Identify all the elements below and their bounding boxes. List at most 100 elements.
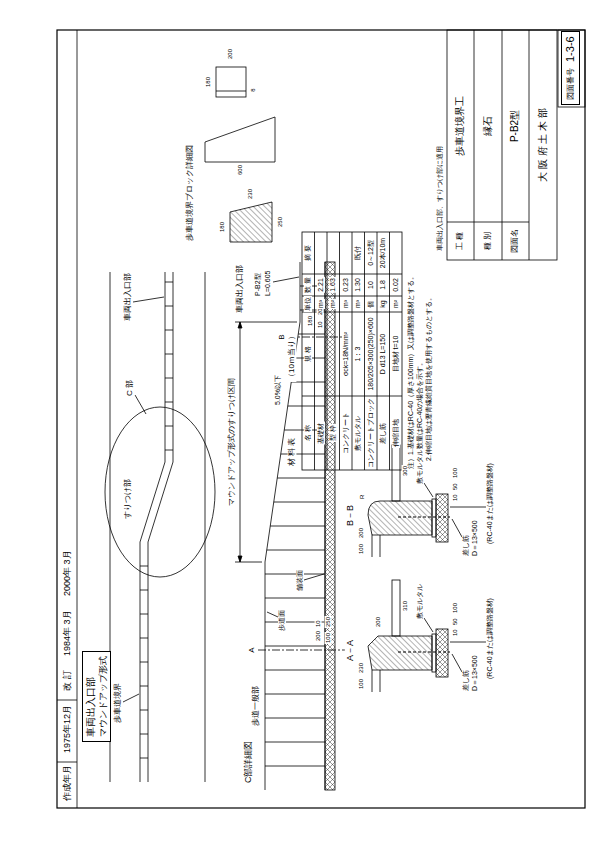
section-b-stroke	[436, 494, 448, 542]
drawing-label: m³	[317, 299, 325, 309]
section-b-stroke	[372, 535, 380, 557]
drawing-label: 基礎材	[317, 422, 325, 445]
drawing-label: 600	[237, 164, 244, 176]
section-b-stroke	[432, 499, 436, 537]
plan-view-stroke-stroke	[165, 450, 173, 451]
drawing-label: σck=18N/mm²	[342, 331, 350, 377]
drawing-label: 歩車道境界工	[454, 95, 466, 157]
drawing-label: 2.21	[317, 277, 325, 293]
drawing-label: 歩車道境界	[113, 682, 122, 724]
section-a	[368, 580, 486, 692]
block-detail-stroke	[216, 67, 246, 97]
drawing-label: m²	[329, 299, 337, 309]
drawing-label: 100	[358, 543, 365, 555]
drawing-label: C部詳細図	[243, 740, 253, 785]
material-table-stroke	[302, 232, 402, 470]
material-table-stroke-stroke	[352, 232, 353, 470]
title-block-stroke	[447, 30, 529, 260]
material-table-stroke-stroke	[377, 232, 378, 470]
sheet-frame-stroke	[57, 762, 77, 763]
drawing-label: D＝13×500	[471, 519, 479, 557]
plan-view-stroke	[123, 694, 139, 702]
drawing-label: 敷モルタル	[416, 583, 424, 620]
drawing-label: 180/205×300(250)×600	[367, 316, 375, 391]
drawing-label: 伸縮目地	[392, 418, 400, 448]
drawing-label: 1975年12月	[62, 704, 72, 754]
drawing-label: kg	[379, 299, 387, 308]
drawing-label: 250	[277, 216, 284, 228]
profile-view-stroke-stroke	[270, 526, 325, 527]
title-block-stroke	[447, 30, 557, 260]
sheet-frame-stroke	[77, 30, 78, 808]
drawing-label: 5.0%以下	[274, 374, 282, 406]
drawing-label: 200	[227, 48, 234, 60]
title-block	[447, 30, 585, 260]
drawing-label: 10	[452, 493, 459, 502]
section-b-stroke	[452, 519, 462, 537]
drawing-label: 車両出入口部	[235, 264, 244, 314]
sheet-frame-stroke	[57, 30, 585, 808]
drawing-label: 230	[247, 188, 254, 200]
drawing-label: R	[359, 494, 366, 500]
drawing-label: L=0.605	[264, 270, 272, 298]
profile-view-stroke-stroke	[277, 478, 325, 479]
section-b-stroke	[450, 507, 486, 508]
profile-view-stroke	[238, 322, 242, 562]
drawing-label: 230	[358, 662, 365, 674]
drawing-label: D d13 L=150	[379, 333, 387, 375]
plan-view-stroke-stroke	[140, 566, 148, 567]
profile-view-stroke-stroke	[265, 718, 325, 719]
profile-view-stroke	[265, 286, 325, 766]
plan-view-stroke	[148, 272, 173, 782]
profile-view-stroke-stroke	[265, 742, 325, 743]
drawing-label: 大 阪 府 土 木 部	[537, 107, 549, 183]
drawing-label: 100	[325, 632, 332, 644]
profile-view-stroke-stroke	[274, 502, 325, 503]
profile-view-stroke	[304, 574, 324, 580]
material-table-stroke	[302, 274, 402, 396]
section-a-stroke	[372, 670, 380, 692]
drawing-label: 歩道一般部	[251, 685, 260, 727]
drawing-label: 0～12型	[367, 239, 375, 267]
drawing-label: 100	[452, 602, 459, 614]
drawing-label: C 部	[125, 379, 134, 397]
drawing-label: (RC-40または調整路盤材)	[486, 597, 494, 680]
section-a-stroke	[392, 580, 400, 636]
section-a-stroke	[368, 636, 432, 670]
plan-view-stroke-stroke	[165, 330, 173, 331]
drawing-label: A－A	[345, 639, 355, 662]
drawing-label: P-B2型	[509, 109, 521, 143]
plan-view-stroke-stroke	[140, 710, 148, 711]
profile-view-stroke-stroke	[265, 766, 325, 767]
drawing-label: 目地材 t=10	[392, 335, 400, 374]
drawing-label: 50	[452, 482, 459, 491]
plan-view-stroke-stroke	[165, 426, 173, 427]
material-table-stroke-stroke	[314, 232, 315, 470]
drawing-label: 50	[452, 617, 459, 626]
drawing-label: m³	[342, 299, 350, 309]
drawing-label: 工 種	[455, 231, 464, 251]
drawing-label: 2000年 3月	[62, 549, 72, 597]
section-a-stroke	[398, 651, 450, 652]
material-table-stroke-stroke	[364, 232, 365, 470]
drawing-label: 舗装面	[296, 569, 304, 592]
drawing-label: 10	[367, 280, 375, 290]
drawing-label: 車両出入口部	[123, 272, 132, 322]
plan-view-stroke-stroke	[165, 282, 173, 283]
drawing-label: マウンドアップ形式のすりつけ区間	[227, 377, 236, 507]
drawing-label: 敷モルタル	[416, 448, 424, 485]
drawing-label: 数量はRC-40の場合を示す。	[416, 358, 424, 450]
drawing-label: A	[247, 646, 256, 653]
box-text: 1-3-6	[564, 36, 577, 62]
plan-view-stroke	[140, 282, 173, 758]
drawing-label: 名 称	[304, 424, 312, 442]
plan-view-stroke	[135, 395, 146, 414]
section-b-stroke	[392, 445, 400, 501]
material-table-stroke-stroke	[339, 232, 340, 470]
drawing-label: 型 枠	[329, 424, 337, 442]
box-text: 図面番号	[566, 68, 575, 100]
title-box: 図面番号 1-3-6	[561, 31, 580, 105]
plan-view-stroke-stroke	[165, 378, 173, 379]
box-text: マウンドアップ形式	[98, 656, 108, 737]
profile-view-stroke	[325, 262, 335, 790]
